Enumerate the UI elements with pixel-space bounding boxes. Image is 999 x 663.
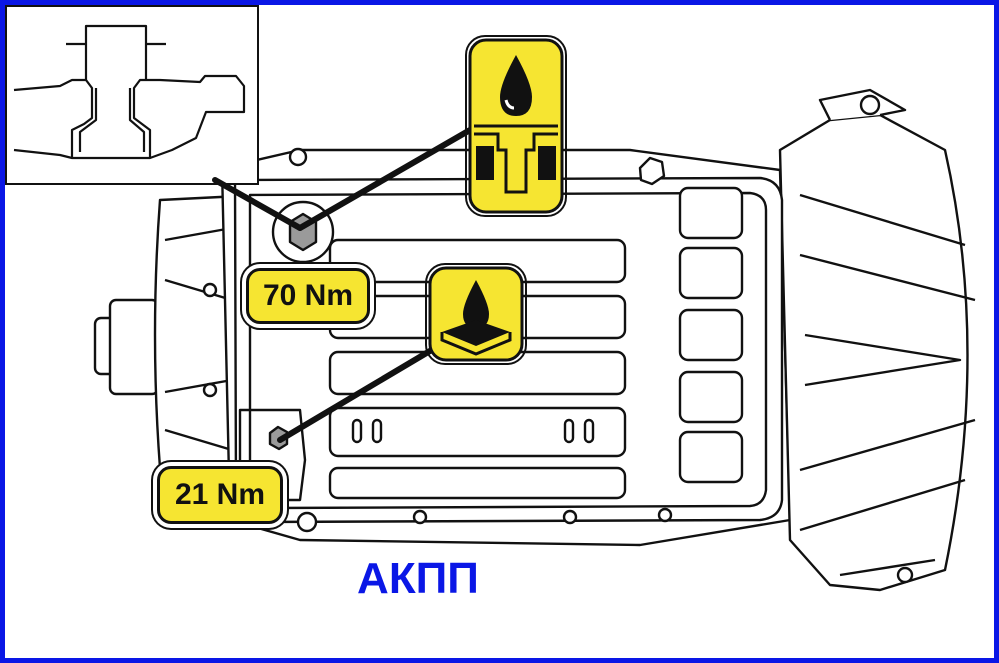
inset-detail [5,5,259,185]
drain-oil-icon [425,263,527,365]
drain-plug-torque-label: 21 Nm [157,466,283,524]
extension-housing [153,194,242,472]
oil-drop-icon [463,280,489,328]
leader-lines [212,127,473,443]
fill-plug-torque-label: 70 Nm [246,268,370,324]
diagram-caption: АКПП [357,554,479,603]
oil-drop-icon [500,55,532,116]
fill-oil-icon [465,35,567,217]
